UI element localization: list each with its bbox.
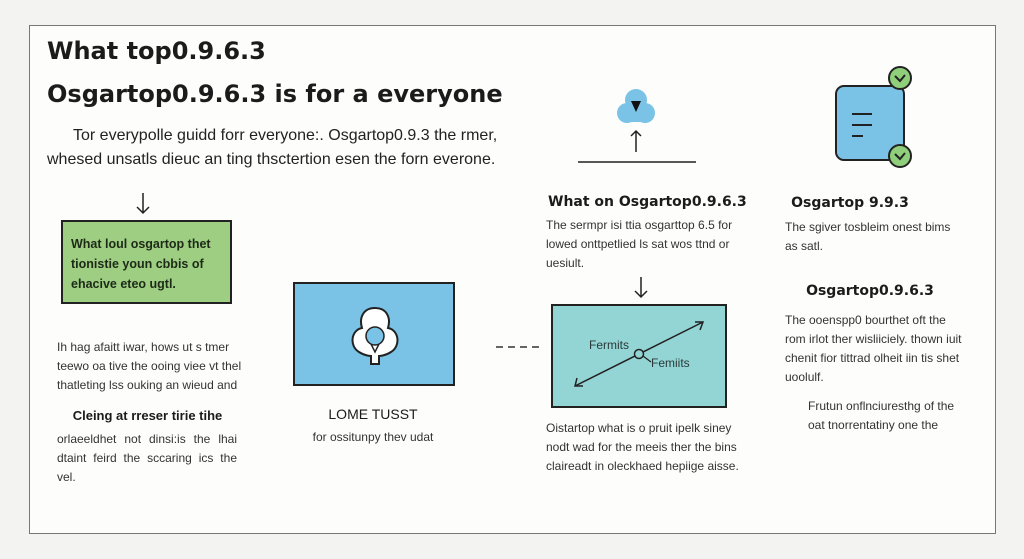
middle-paragraph-1: The sermpr isi ttia osgarttop 6.5 for lo… (546, 218, 733, 270)
diagram-label-1: Fermits (589, 338, 629, 352)
green-callout-box: What loul osgartop thet tionistie youn c… (61, 220, 232, 304)
green-box-text: What loul osgartop thet tionistie youn c… (71, 237, 211, 291)
document-check-icon (835, 66, 912, 168)
left-paragraph-1: Ih hag afaitt iwar, hows ut s tmer teewo… (57, 340, 242, 392)
intro-text: Tor everypolle guidd forr everyone:. Osg… (47, 127, 498, 168)
left-paragraph-2: orlaeeldhet not dinsi:is the lhai dtaint… (57, 432, 237, 484)
blue-illustration-box (293, 282, 455, 386)
user-upload-icon (578, 89, 696, 163)
right-paragraph-3: Frutun onflnciuresthg of the oat tnorren… (808, 399, 955, 432)
left-heading: Cleing at rreser tirie tihe (72, 408, 223, 423)
right-paragraph-2: The ooenspp0 bourthet oft the rom irlot … (785, 313, 962, 384)
center-caption: for ossitunpy thev udat (312, 430, 434, 444)
bidirectional-arrow-icon (574, 321, 705, 387)
lightbulb-cloud-icon (351, 306, 399, 365)
page-subtitle: Osgartop0.9.6.3 is for a everyone (47, 80, 503, 108)
diagram-label-2: Femiits (651, 356, 690, 370)
right-paragraph-1: The sgiver tosbleim onest bims as satl. (785, 220, 951, 253)
arrow-down-icon (136, 193, 150, 215)
middle-heading: What on Osgartop0.9.6.3 (548, 194, 747, 210)
right-heading-1: Osgartop 9.9.3 (791, 195, 909, 211)
arrow-down-icon (634, 277, 648, 299)
dashed-connector (496, 346, 542, 348)
center-heading: LOME TUSST (328, 406, 418, 422)
middle-paragraph-2: Oistartop what is o pruit ipelk siney no… (546, 421, 739, 473)
page-title: What top0.9.6.3 (47, 37, 266, 65)
right-heading-2: Osgartop0.9.6.3 (806, 283, 934, 299)
teal-diagram-box: Fermits Femiits (551, 304, 727, 408)
